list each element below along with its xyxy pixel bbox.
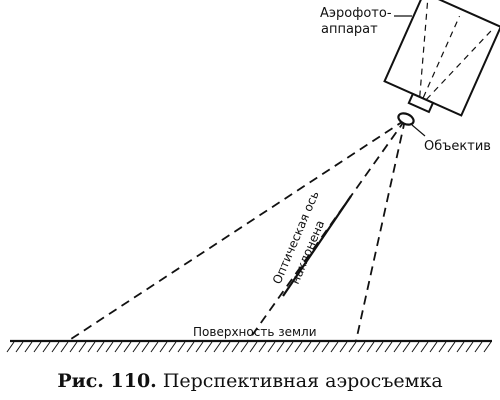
ground-hatch-stroke <box>465 341 474 353</box>
ground-hatch-stroke <box>195 341 204 353</box>
ground-hatch-stroke <box>366 341 375 353</box>
ground-hatch-stroke <box>375 341 384 353</box>
figure-title: Перспективная аэросъемка <box>162 370 443 392</box>
ground-hatch-stroke <box>24 341 33 353</box>
ground-hatch-stroke <box>438 341 447 353</box>
ground-hatch-stroke <box>42 341 51 353</box>
view-rays <box>67 119 406 342</box>
ground-label: Поверхность земли <box>193 325 317 339</box>
ground-hatch-stroke <box>411 341 420 353</box>
ground-hatch-stroke <box>321 341 330 353</box>
ground-hatch-stroke <box>330 341 339 353</box>
ground-hatch-stroke <box>51 341 60 353</box>
ground-hatch-stroke <box>312 341 321 353</box>
ground-hatch-stroke <box>204 341 213 353</box>
ground-hatch-stroke <box>393 341 402 353</box>
ground-hatch-stroke <box>483 341 492 353</box>
ground-hatch-stroke <box>303 341 312 353</box>
camera-label-line1: Аэрофото- <box>320 6 392 21</box>
ground-hatch-stroke <box>6 341 15 353</box>
ground-hatch-stroke <box>429 341 438 353</box>
ground-hatch-stroke <box>240 341 249 353</box>
ground-hatch-stroke <box>231 341 240 353</box>
figure-number: Рис. 110. <box>57 370 157 392</box>
lens-leader-line <box>411 124 426 137</box>
ground-hatch-stroke <box>114 341 123 353</box>
ground-surface <box>6 339 492 353</box>
ground-hatch-stroke <box>384 341 393 353</box>
tilt-indicator-line <box>282 195 352 297</box>
ground-hatch-stroke <box>15 341 24 353</box>
ground-hatch-stroke <box>123 341 132 353</box>
ground-hatch-stroke <box>213 341 222 353</box>
ground-hatch-stroke <box>357 341 366 353</box>
aerial-camera <box>383 0 500 117</box>
ground-hatch-stroke <box>87 341 96 353</box>
ground-hatch-stroke <box>33 341 42 353</box>
camera-label-line2: аппарат <box>321 22 378 37</box>
lens-icon <box>397 112 415 126</box>
right-ray <box>355 119 406 342</box>
ground-hatch-stroke <box>60 341 69 353</box>
lens-label: Объектив <box>424 139 491 154</box>
ground-hatch-stroke <box>276 341 285 353</box>
ground-hatch-stroke <box>150 341 159 353</box>
ground-hatch-stroke <box>402 341 411 353</box>
ground-hatch-stroke <box>474 341 483 353</box>
ground-hatch-stroke <box>456 341 465 353</box>
ground-hatch-stroke <box>132 341 141 353</box>
ground-hatch-stroke <box>186 341 195 353</box>
ground-hatch-stroke <box>339 341 348 353</box>
ground-hatch-stroke <box>267 341 276 353</box>
ground-hatch-stroke <box>348 341 357 353</box>
left-ray <box>67 119 406 342</box>
ground-hatch-stroke <box>294 341 303 353</box>
ground-hatch-stroke <box>420 341 429 353</box>
ground-hatch-stroke <box>159 341 168 353</box>
ground-hatch-stroke <box>249 341 258 353</box>
ground-hatch-stroke <box>285 341 294 353</box>
ground-hatch-stroke <box>168 341 177 353</box>
ground-hatch-stroke <box>78 341 87 353</box>
ground-hatch-stroke <box>141 341 150 353</box>
ground-hatch-stroke <box>258 341 267 353</box>
ground-hatch-stroke <box>69 341 78 353</box>
ground-hatch-stroke <box>105 341 114 353</box>
figure-caption: Рис. 110. Перспективная аэросъемка <box>0 370 500 392</box>
ground-hatch-stroke <box>222 341 231 353</box>
ground-hatch-stroke <box>447 341 456 353</box>
ground-hatch-stroke <box>177 341 186 353</box>
ground-hatch-stroke <box>96 341 105 353</box>
